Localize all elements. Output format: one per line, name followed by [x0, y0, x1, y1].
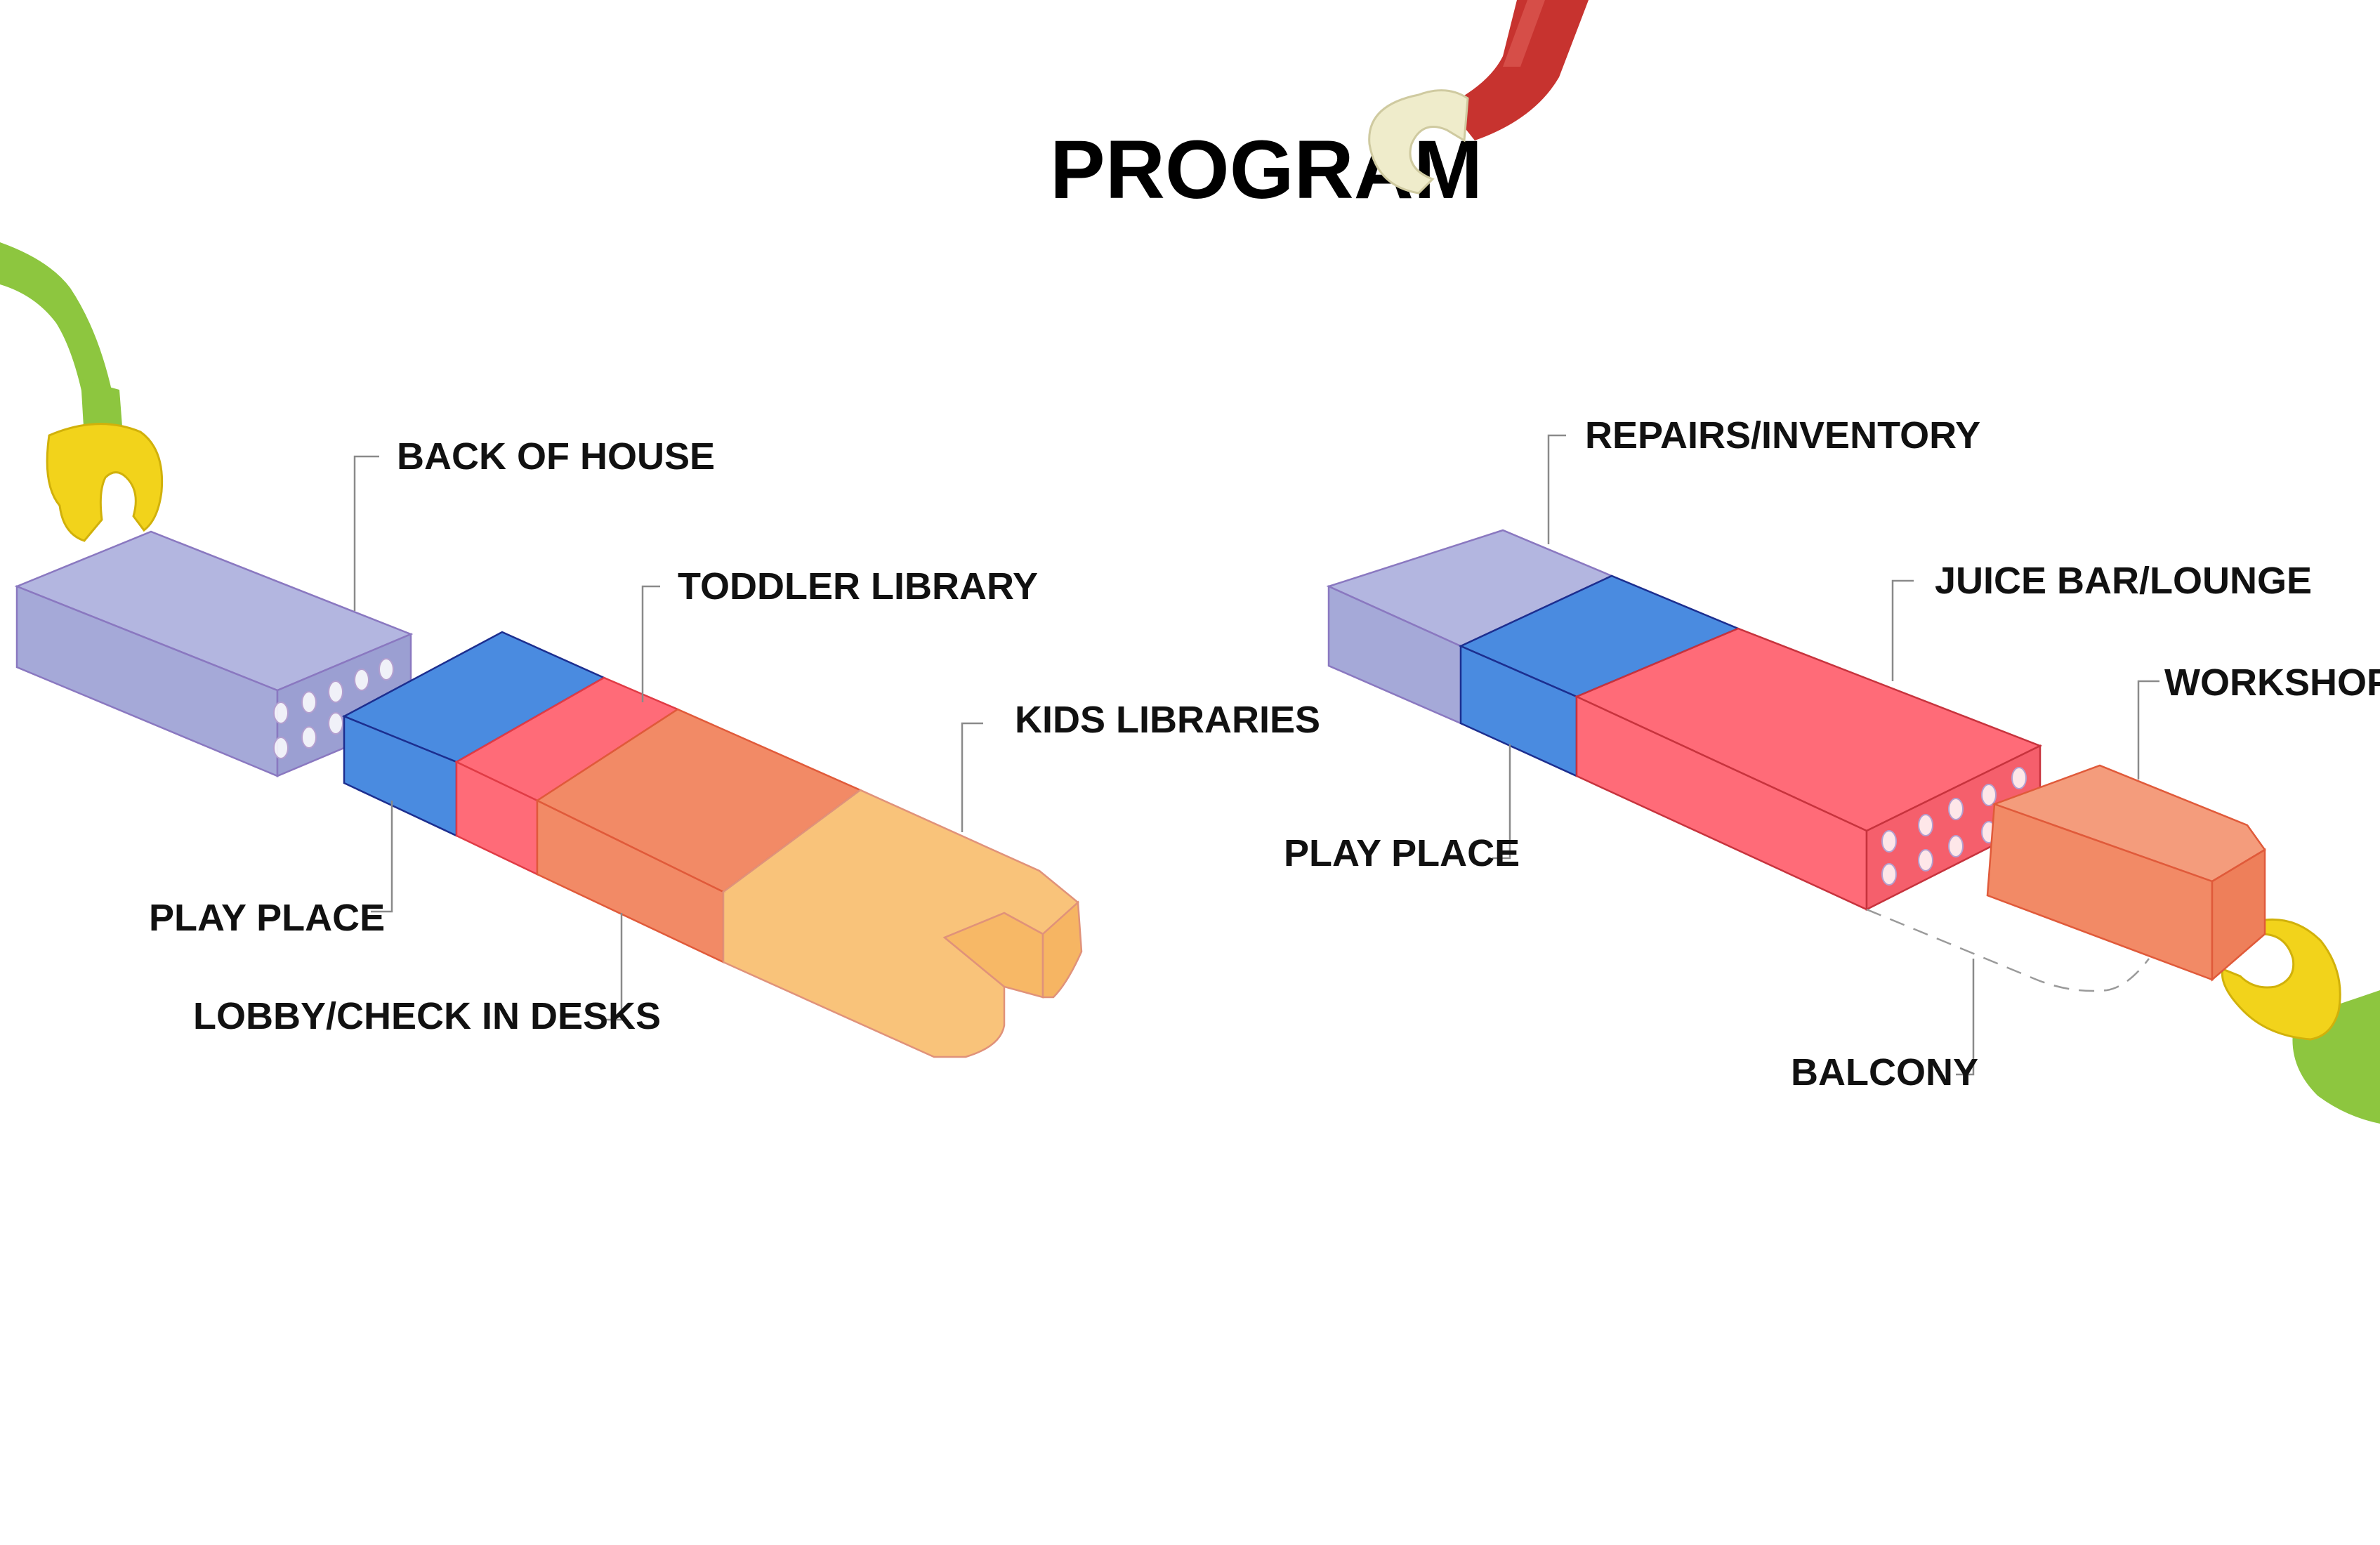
green-wire-connector-icon: [0, 242, 162, 541]
label-lobby-check-in: LOBBY/CHECK IN DESKS: [193, 995, 661, 1037]
juice-bar-lounge-block: [1577, 629, 2040, 909]
label-balcony: BALCONY: [1791, 1051, 1978, 1093]
label-play-place: PLAY PLACE: [149, 897, 385, 939]
label-kids-libraries: KIDS LIBRARIES: [1015, 699, 1320, 741]
label-repairs-inventory: REPAIRS/INVENTORY: [1585, 414, 1980, 456]
label-play-place: PLAY PLACE: [1284, 832, 1520, 874]
label-back-of-house: BACK OF HOUSE: [397, 435, 715, 478]
label-workshop: WORKSHOP: [2164, 662, 2380, 704]
label-toddler-library: TODDLER LIBRARY: [678, 565, 1038, 607]
workshop-block: [1987, 765, 2265, 980]
label-juice-bar-lounge: JUICE BAR/LOUNGE: [1935, 560, 2312, 602]
